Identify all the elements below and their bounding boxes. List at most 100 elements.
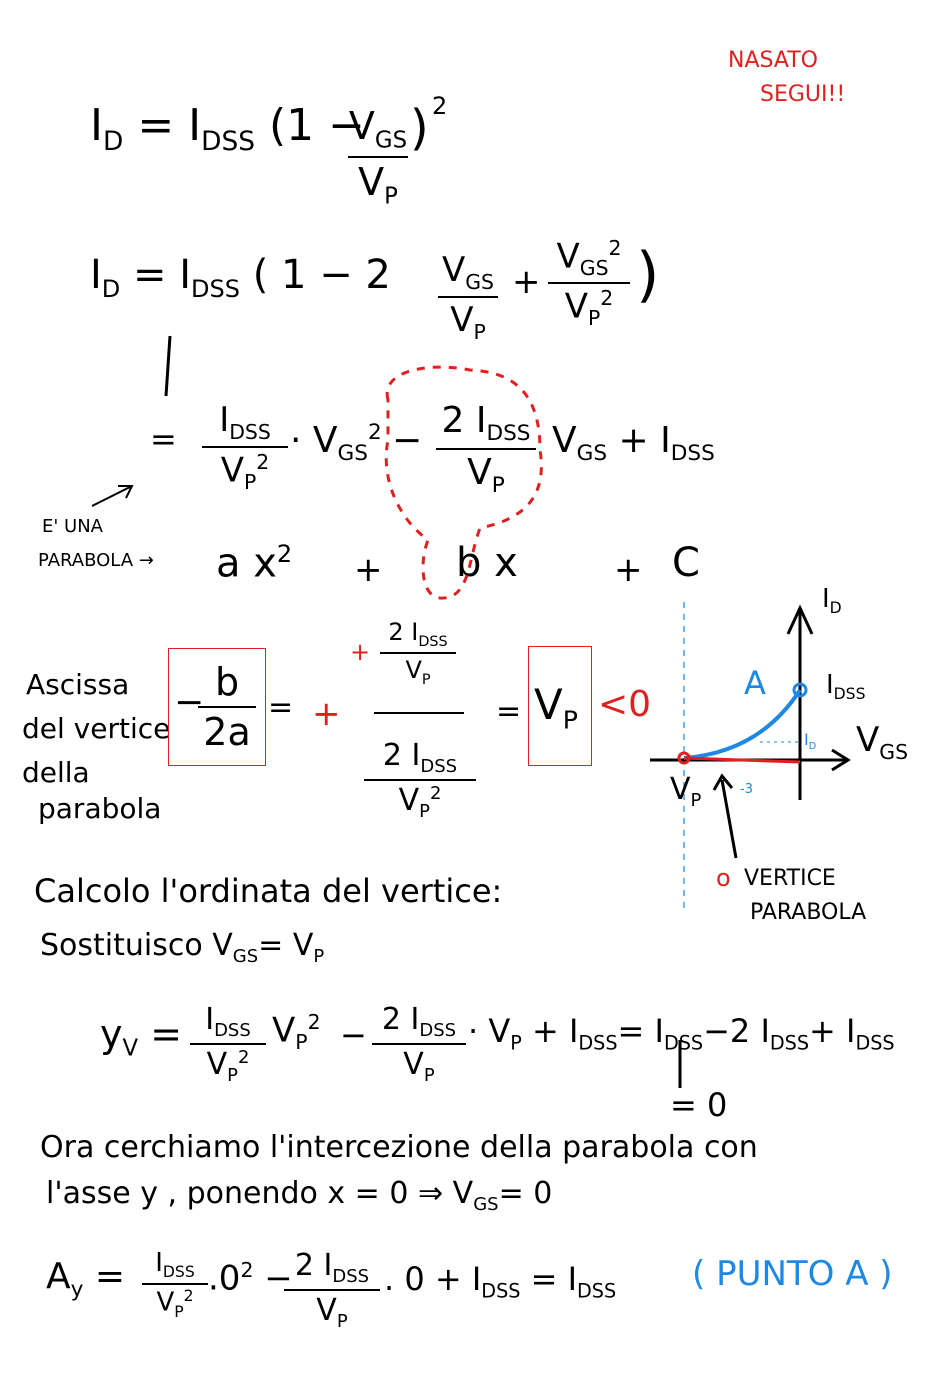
ordinate-line2: Sostituisco VGS= VP <box>40 928 324 967</box>
eq2-frac2: VGS2 VP2 <box>548 236 630 330</box>
eq1-lhs-sub: D <box>102 125 124 157</box>
eq3-a-den-sub: P <box>243 469 257 494</box>
eq1-close: ) <box>410 100 429 156</box>
eq1-rhs-sub: DSS <box>201 125 255 157</box>
eq3-eq: = <box>150 420 177 458</box>
ordinate-line2-sub: GS <box>232 946 259 967</box>
eq3-a-num: I <box>219 400 230 440</box>
yv-t2-var: · V <box>468 1012 511 1050</box>
graph-x-label-v: V <box>856 720 880 760</box>
vertex-bottom-num: 2 I <box>382 738 421 773</box>
yv-t2-den-sub: P <box>423 1065 435 1086</box>
ay-bar2 <box>284 1289 380 1291</box>
yv-frac2: 2 IDSS VP <box>372 1002 466 1086</box>
eq2-t2-den-sub: P <box>473 319 486 344</box>
ay-t1-num-sub: DSS <box>162 1263 195 1282</box>
intercept-line2-end: = 0 <box>498 1176 553 1211</box>
ay-lhs-sub: y <box>70 1277 84 1303</box>
intercept-line2: l'asse y , ponendo x = 0 ⇒ VGS= 0 <box>46 1176 552 1215</box>
ay-frac2: 2 IDSS VP <box>284 1248 380 1332</box>
yv-lhs-sub: V <box>122 1035 139 1062</box>
eq2-t2-num-sub: GS <box>465 269 494 294</box>
parabola-form-a: a x <box>216 540 277 587</box>
yv-t1-den-exp: 2 <box>237 1047 250 1068</box>
vertex-top-plus: + <box>350 638 371 666</box>
parabola-plus1: + <box>354 550 383 590</box>
yv-t2-den: V <box>403 1047 424 1082</box>
vertex-box-formula <box>168 648 266 766</box>
vertex-box-result <box>528 646 592 766</box>
yv-t3-sub: DSS <box>578 1031 618 1055</box>
ay-t1-den-exp: 2 <box>183 1287 194 1306</box>
ordinate-line1: Calcolo l'ordinata del vertice: <box>34 872 503 910</box>
ordinate-line2-text: Sostituisco V <box>40 928 233 963</box>
eq3-frac-b: 2 IDSS VP <box>436 400 536 498</box>
yv-t1-var-v: V <box>272 1010 296 1051</box>
ay-eq2-sub: DSS <box>577 1279 617 1303</box>
graph-point-a <box>792 682 808 698</box>
parabola-plus2: + <box>614 550 643 590</box>
parabola-note1: E' UNA <box>42 516 103 537</box>
ordinate-line2-end: = V <box>258 928 314 963</box>
graph-id-sub: D <box>808 741 817 753</box>
eq2-lhs: I <box>90 252 102 298</box>
yv-frac1: IDSS VP2 <box>190 1002 266 1086</box>
eq1-den: VP <box>348 160 408 210</box>
vertex-bottom-den-exp: 2 <box>429 783 442 804</box>
parabola-form: a x2 <box>216 540 292 586</box>
note-segui: SEGUI!! <box>760 82 846 107</box>
vertex-bottom-den-sub: P <box>419 801 430 822</box>
intercept-line1: Ora cerchiamo l'intercezione della parab… <box>40 1130 758 1165</box>
parabola-note2: PARABOLA → <box>38 550 154 571</box>
ay-bar1 <box>142 1283 208 1286</box>
eq1-num-sub: GS <box>374 127 408 154</box>
ay-t2-var: . 0 <box>384 1260 425 1298</box>
eq3-minus: − <box>392 420 423 461</box>
eq2-plus: + <box>512 262 541 302</box>
ay-frac1: IDSS VP2 <box>142 1248 208 1321</box>
eq2-frac1: VGS VP <box>438 250 498 344</box>
yv-t3: I <box>568 1012 579 1050</box>
eq1-num-v: V <box>348 104 375 148</box>
vertex-top-den-sub: P <box>421 671 431 688</box>
eq2-t2-num: V <box>441 250 466 290</box>
vertex-main-bar <box>374 712 464 714</box>
eq3-a-var-sub: GS <box>337 441 368 467</box>
vertex-plus: + <box>312 694 341 734</box>
eq3-bar-b <box>436 448 536 451</box>
vertex-result-v: V <box>534 680 563 729</box>
ay-t2-den: V <box>316 1293 337 1328</box>
ay-t1-var-v: .0 <box>208 1258 241 1299</box>
yv-r3-sub: DSS <box>855 1031 895 1055</box>
yv-bar2 <box>372 1043 466 1045</box>
vertex-label3: della <box>22 756 90 789</box>
eq2-t3-den-exp: 2 <box>600 286 614 311</box>
vertex-den: 2a <box>203 710 251 754</box>
graph-y-arrow <box>786 604 814 635</box>
graph-vertex-arrow <box>712 773 738 859</box>
eq3-b-den-sub: P <box>491 473 505 499</box>
parabola-note-arrow <box>91 485 134 507</box>
eq2-connector <box>164 335 172 397</box>
yv-rest: · VP + IDSS= IDSS−2 IDSS+ IDSS <box>468 1012 895 1054</box>
vertex-frac: b 2a <box>198 660 256 754</box>
parabola-c: C <box>672 540 700 586</box>
yv-r1: I <box>654 1012 664 1050</box>
ay-t1-den: V <box>156 1287 175 1318</box>
ay-t1-den-sub: P <box>174 1303 184 1322</box>
ay-plus: + I <box>434 1260 482 1298</box>
eq2-close: ) <box>636 240 660 310</box>
ay-punto: ( PUNTO A ) <box>692 1254 893 1294</box>
vertex-bottom-frac: 2 IDSS VP2 <box>364 738 476 822</box>
yv-t1-var: VP2 <box>272 1010 321 1054</box>
graph-point-a-label: A <box>744 664 766 702</box>
yv-eq: = <box>150 1012 183 1056</box>
eq2: ID = IDSS ( 1 − 2 <box>90 252 391 303</box>
yv-t2-var-sub: P <box>510 1031 522 1055</box>
graph-x-arrow <box>831 748 851 772</box>
yv-minus: − <box>340 1016 367 1054</box>
eq2-t3-num-sub: GS <box>579 256 609 281</box>
eq3-frac-a: IDSS VP2 <box>202 400 288 494</box>
graph-parabola-red <box>683 756 801 764</box>
yv-r1-sub: DSS <box>663 1031 704 1055</box>
